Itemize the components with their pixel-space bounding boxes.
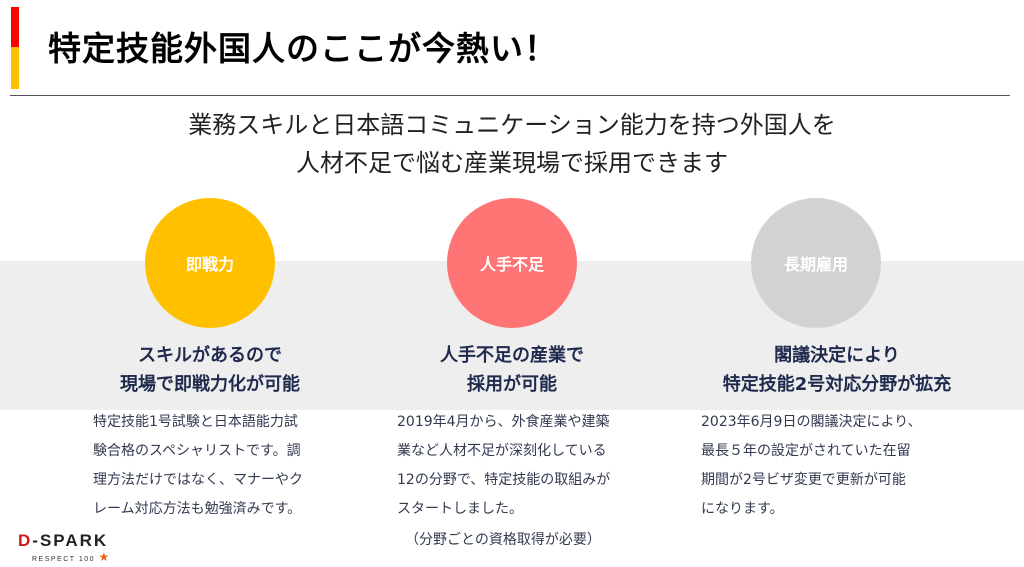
subtitle: 業務スキルと日本語コミュニケーション能力を持つ外国人を 人材不足で悩む産業現場で… — [0, 106, 1024, 182]
page-title: 特定技能外国人のここが今熱い！ — [48, 29, 558, 68]
body-line: になります。 — [701, 501, 784, 517]
body-line: 2023年6月9日の閣議決定により、 — [701, 414, 922, 430]
body-line: 業など人材不足が深刻化している — [397, 443, 607, 459]
body-line: 最長５年の設定がされていた在留 — [701, 443, 911, 459]
logo-tagline: RESPECT 100 ★ — [32, 550, 111, 564]
headline-1: スキルがあるので 現場で即戦力化が可能 — [60, 341, 360, 399]
accent-red — [11, 7, 19, 47]
body-line: 12の分野で、特定技能の取組みが — [397, 472, 611, 488]
title-accent-bar — [11, 7, 19, 89]
logo-wordmark: D-SPARK — [18, 531, 111, 551]
logo-d: D — [18, 531, 33, 550]
star-icon: ★ — [98, 550, 111, 564]
logo-tagline-text: RESPECT 100 — [32, 556, 96, 563]
headline-line: 特定技能2号対応分野が拡充 — [722, 374, 952, 395]
headline-line: 閣議決定により — [774, 345, 900, 366]
accent-yellow — [11, 47, 19, 89]
dspark-logo: D-SPARK RESPECT 100 ★ — [18, 531, 111, 564]
subtitle-line-1: 業務スキルと日本語コミュニケーション能力を持つ外国人を — [188, 111, 836, 139]
body-line: レーム対応方法も勉強済みです。 — [93, 501, 302, 517]
badge-circle-sokusenryoku: 即戦力 — [145, 198, 275, 328]
headline-3: 閣議決定により 特定技能2号対応分野が拡充 — [682, 341, 992, 399]
body-line: スタートしました。 — [397, 501, 523, 517]
body-text-3: 2023年6月9日の閣議決定により、 最長５年の設定がされていた在留 期間が2号… — [701, 408, 922, 524]
badge-circle-hitode-busoku: 人手不足 — [447, 198, 577, 328]
headline-line: 人手不足の産業で — [440, 345, 584, 366]
body-text-1: 特定技能1号試験と日本語能力試 験合格のスペシャリストです。調 理方法だけではな… — [93, 408, 303, 524]
headline-2: 人手不足の産業で 採用が可能 — [362, 341, 662, 399]
headline-line: スキルがあるので — [138, 345, 282, 366]
headline-line: 採用が可能 — [467, 374, 557, 395]
title-divider — [10, 95, 1010, 96]
subtitle-line-2: 人材不足で悩む産業現場で採用できます — [296, 149, 728, 177]
badge-circle-choki-koyo: 長期雇用 — [751, 198, 881, 328]
body-note: （分野ごとの資格取得が必要） — [405, 532, 601, 548]
body-line: 2019年4月から、外食産業や建築 — [397, 414, 610, 430]
body-text-2: 2019年4月から、外食産業や建築 業など人材不足が深刻化している 12の分野で… — [397, 408, 610, 555]
body-line: 理方法だけではなく、マナーやク — [93, 472, 303, 488]
body-line: 特定技能1号試験と日本語能力試 — [93, 414, 298, 430]
logo-spark: -SPARK — [32, 531, 109, 550]
body-line: 期間が2号ビザ変更で更新が可能 — [701, 472, 906, 488]
body-line: 験合格のスペシャリストです。調 — [93, 443, 301, 459]
headline-line: 現場で即戦力化が可能 — [120, 374, 300, 395]
